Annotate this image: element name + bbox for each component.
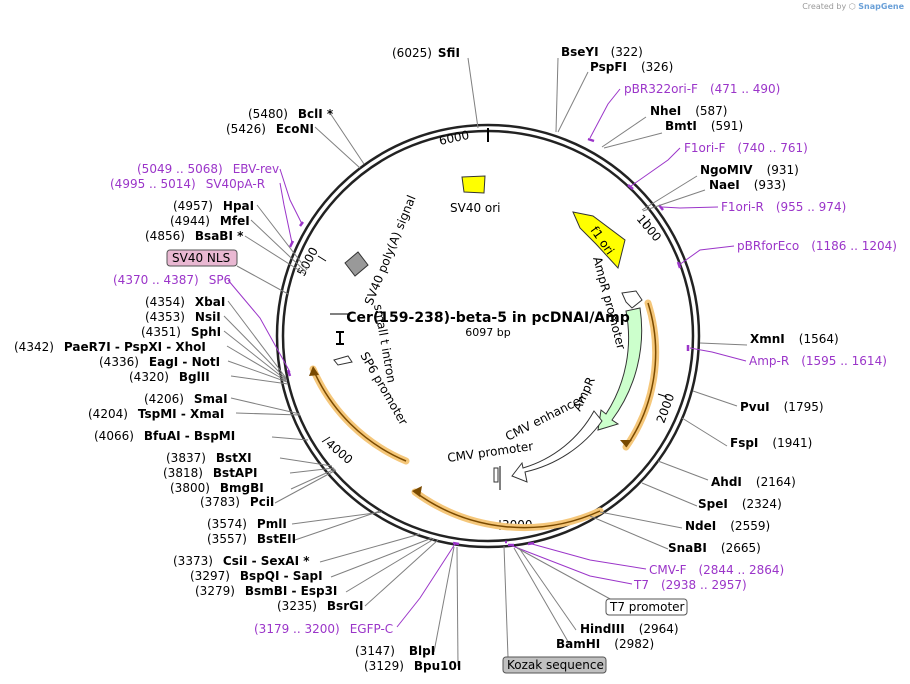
boxed-kozak-sequence: Kozak sequence [502, 656, 607, 674]
feature-cmv-enhancer[interactable]: CMV enhancer [503, 392, 603, 483]
enzyme-bstxi: (3837)BstXI [166, 451, 252, 465]
primer-f1ori-f: F1ori-F(740 .. 761) [684, 141, 808, 155]
enzyme-leaders [223, 57, 748, 667]
kozak-sequence-label: Kozak sequence [507, 658, 604, 672]
enzyme-spei: SpeI(2324) [698, 497, 782, 511]
snapgene-logo-icon: ⬡ [848, 2, 856, 11]
primer-t7: T7(2938 .. 2957) [633, 578, 747, 592]
enzyme-nsii: (4353)NsiI [145, 310, 221, 324]
credit-prefix: Created by [802, 2, 847, 11]
enzyme-bseyi: BseYI(322) [561, 45, 643, 59]
sv40-polya-label: SV40 poly(A) signal [362, 193, 419, 307]
enzyme-hindiii: HindIII(2964) [580, 622, 679, 636]
enzyme-bpu10i: (3129)Bpu10I [364, 659, 461, 673]
enzyme-bmgbi: (3800)BmgBI [170, 481, 264, 495]
boxed-sv40-nls: SV40 NLS [166, 249, 238, 267]
enzyme-tspmi: (4204)TspMI - XmaI [88, 407, 224, 421]
tick-6000: 6000 [438, 128, 471, 148]
ampr-promoter-label: AmpR promoter [590, 255, 628, 351]
enzyme-pspfi: PspFI(326) [590, 60, 673, 74]
sv40-nls-label: SV40 NLS [172, 251, 230, 265]
t7-promoter-label: T7 promoter [609, 600, 685, 614]
enzyme-paer7i: (4342)PaeR7I - PspXI - XhoI [14, 340, 206, 354]
enzyme-blpi: (3147)BlpI [355, 644, 435, 658]
primer-cmv-f: CMV-F(2844 .. 2864) [649, 563, 784, 577]
enzyme-bsmbi: (3279)BsmBI - Esp3I [195, 584, 337, 598]
enzyme-bamhi: BamHI(2982) [556, 637, 654, 651]
enzyme-bfuai: (4066)BfuAI - BspMI [94, 429, 235, 443]
feature-sv40-polya[interactable]: SV40 poly(A) signal [344, 193, 419, 307]
primer-labels: pBR322ori-F(471 .. 490) F1ori-F(740 .. 7… [110, 82, 897, 636]
plasmid-name: Cer(159-238)-beta-5 in pcDNAI/Amp [346, 310, 630, 326]
enzyme-sphi: (4351)SphI [141, 325, 221, 339]
primer-sv40pa-r: (4995 .. 5014)SV40pA-R [110, 177, 265, 191]
enzyme-pmli: (3574)PmlI [207, 517, 287, 531]
primer-ebv-rev: (5049 .. 5068)EBV-rev [137, 162, 279, 176]
enzyme-smai: (4206)SmaI [144, 392, 228, 406]
credit-brand: SnapGene [858, 2, 904, 11]
enzyme-bmti: BmtI(591) [665, 119, 743, 133]
enzyme-nhei: NheI(587) [650, 104, 727, 118]
enzyme-csii: (3373)CsiI - SexAI * [173, 554, 310, 568]
primer-sp6: (4370 .. 4387)SP6 [113, 273, 231, 287]
cmv-promoter-label: CMV promoter [446, 439, 534, 465]
backbone-outer [275, 123, 701, 549]
feature-ampr[interactable]: AmpR [570, 307, 643, 431]
snapgene-credit: Created by ⬡ SnapGene [802, 2, 904, 11]
enzyme-sfii: (6025)SfiI [392, 46, 460, 60]
enzyme-snabi: SnaBI(2665) [668, 541, 761, 555]
boxed-leaders [236, 265, 613, 658]
enzyme-hpai: (4957)HpaI [173, 199, 254, 213]
enzyme-bglii: (4320)BglII [129, 370, 210, 384]
enzyme-xbai: (4354)XbaI [145, 295, 225, 309]
enzyme-pcii: (3783)PciI [200, 495, 274, 509]
primer-f1ori-r: F1ori-R(955 .. 974) [721, 200, 846, 214]
sv40-ori-label: SV40 ori [450, 201, 501, 215]
enzyme-mfei: (4944)MfeI [170, 214, 250, 228]
enzyme-bspqi: (3297)BspQI - SapI [190, 569, 323, 583]
enzyme-xmni: XmnI(1564) [750, 332, 839, 346]
enzyme-fspi: FspI(1941) [730, 436, 812, 450]
boxed-t7-promoter: T7 promoter [605, 598, 688, 616]
feature-sv40-ori[interactable]: SV40 ori [450, 175, 501, 215]
enzyme-econi: (5426)EcoNI [226, 122, 314, 136]
enzyme-bsabi: (4856)BsaBI * [145, 229, 244, 243]
enzyme-bstapi: (3818)BstAPI [163, 466, 257, 480]
enzyme-pvui: PvuI(1795) [740, 400, 824, 414]
enzyme-naei: NaeI(933) [709, 178, 786, 192]
primer-leaders [227, 88, 747, 628]
tick-1000: 1000 [634, 212, 664, 244]
enzyme-ahdi: AhdI(2164) [711, 475, 796, 489]
cmv-enhancer-label: CMV enhancer [503, 392, 587, 444]
primer-amp-r: Amp-R(1595 .. 1614) [749, 354, 887, 368]
enzyme-ngomiv: NgoMIV(931) [700, 163, 799, 177]
enzyme-labels: (6025)SfiI BseYI(322) PspFI(326) NheI(58… [14, 45, 839, 673]
site-marks [330, 313, 501, 490]
primer-egfp-c: (3179 .. 3200)EGFP-C [254, 622, 393, 636]
enzyme-bcli: (5480)BclI * [248, 107, 334, 121]
primer-marks [286, 137, 690, 547]
enzyme-ndei: NdeI(2559) [685, 519, 770, 533]
orange-features [309, 299, 660, 532]
primer-pbr322ori-f: pBR322ori-F(471 .. 490) [624, 82, 780, 96]
enzyme-eagi: (4336)EagI - NotI [99, 355, 220, 369]
enzyme-bsteii: (3557)BstEII [207, 532, 296, 546]
plasmid-size: 6097 bp [465, 326, 510, 339]
enzyme-bsrgi: (3235)BsrGI [277, 599, 363, 613]
primer-pbrforeco: pBRforEco(1186 .. 1204) [737, 239, 897, 253]
